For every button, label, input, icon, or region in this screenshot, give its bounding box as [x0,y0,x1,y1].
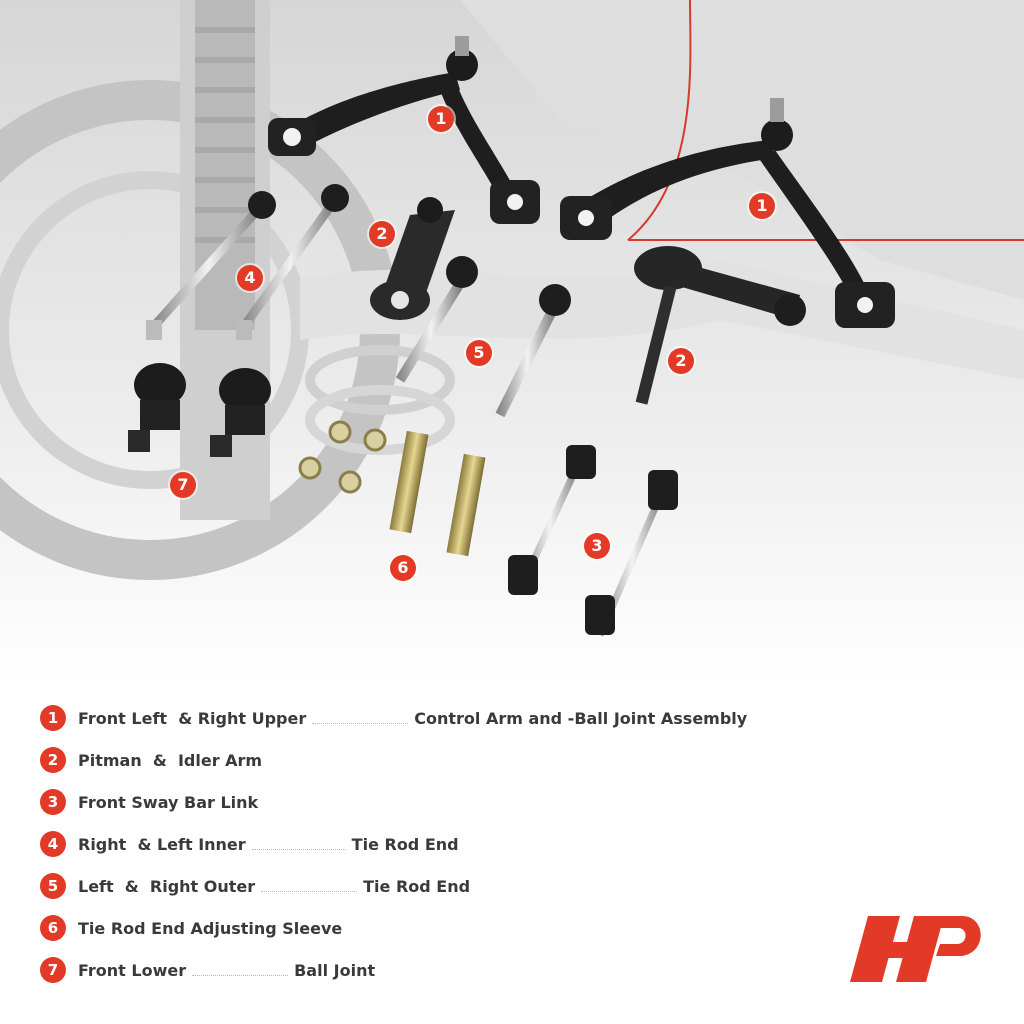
callout-badge: 3 [584,533,610,559]
legend-number: 2 [40,747,66,773]
legend-number: 3 [40,789,66,815]
callout-badge: 1 [749,193,775,219]
idler-arm [634,246,806,405]
legend-item: 2 Pitman & Idler Arm [40,744,262,776]
legend-number: 5 [40,873,66,899]
legend-label: Left & Right Outer [78,876,256,896]
leader-line [261,890,358,892]
legend-label: Front Lower [78,960,187,980]
legend-label-continued: Tie Rod End [363,876,471,896]
callout-badge: 2 [668,348,694,374]
legend-label-continued: Tie Rod End [351,834,459,854]
nuts [298,420,387,494]
legend-number: 6 [40,915,66,941]
legend-item: 3 Front Sway Bar Link [40,786,258,818]
legend-label: Front Sway Bar Link [78,792,259,812]
callout-badge: 6 [390,555,416,581]
product-photo [0,0,1024,680]
sway-bar-links [508,445,678,637]
outer-tie-rod-ends [395,256,571,418]
upper-control-arm-left [268,36,540,224]
upper-control-arm-right [560,98,895,328]
callout-badge: 1 [428,106,454,132]
legend-item: 7 Front Lower Ball Joint [40,954,375,986]
callout-badge: 7 [170,472,196,498]
lower-ball-joints [128,363,271,457]
legend-label-continued: Control Arm and -Ball Joint Assembly [414,708,748,728]
leader-line [192,974,289,976]
legend-label: Tie Rod End Adjusting Sleeve [78,918,343,938]
ap-logo-icon [850,916,981,982]
legend-number: 1 [40,705,66,731]
legend-label: Pitman & Idler Arm [78,750,263,770]
legend-item: 6 Tie Rod End Adjusting Sleeve [40,912,342,944]
adjusting-sleeves [389,430,486,557]
legend-label-continued: Ball Joint [294,960,376,980]
pitman-arm [370,197,455,320]
callout-badge: 4 [237,265,263,291]
callout-badge: 5 [466,340,492,366]
leader-line [312,722,409,724]
legend-item: 4 Right & Left Inner Tie Rod End [40,828,459,860]
legend-number: 7 [40,957,66,983]
legend-number: 4 [40,831,66,857]
leader-line [251,848,346,850]
legend-item: 5 Left & Right Outer Tie Rod End [40,870,470,902]
legend-label: Front Left & Right Upper [78,708,307,728]
callout-badge: 2 [369,221,395,247]
legend-item: 1 Front Left & Right Upper Control Arm a… [40,702,747,734]
inner-tie-rod-ends [146,184,349,340]
legend-label: Right & Left Inner [78,834,246,854]
